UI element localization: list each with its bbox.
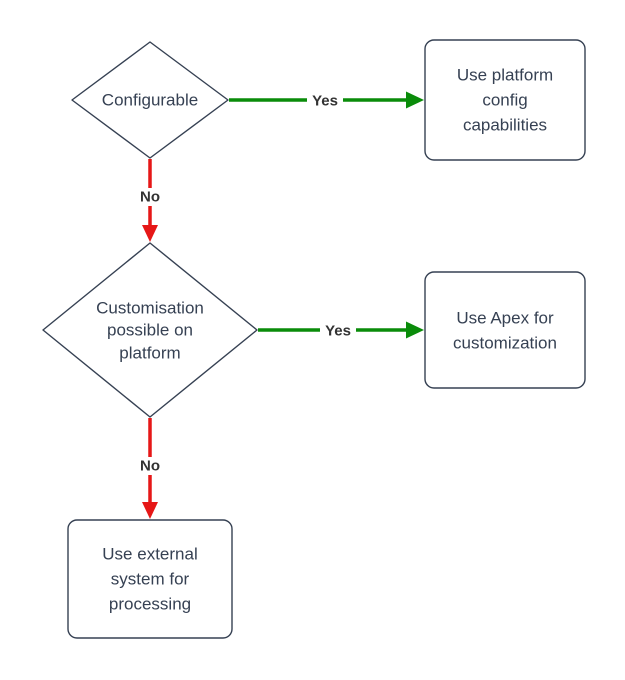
arrowhead-icon <box>142 502 158 519</box>
edge-customisation-no: No <box>135 418 165 519</box>
rect-shape <box>67 519 233 639</box>
node-label-line: config <box>482 91 527 110</box>
node-decision-customisation-possible: Customisation possible on platform <box>42 242 258 418</box>
node-label-line: Configurable <box>102 91 198 110</box>
node-use-platform-config: Use platform config capabilities <box>424 39 586 161</box>
node-label-line: Use external <box>102 545 197 564</box>
edge-label-background <box>320 321 356 339</box>
edge-configurable-yes: Yes <box>229 91 424 110</box>
diamond-shape <box>71 41 229 159</box>
edge-label-no-2: No <box>140 458 160 475</box>
edge-customisation-yes: Yes <box>258 321 424 340</box>
node-label-line: Use Apex for <box>456 309 554 328</box>
node-label-line: customization <box>453 334 557 353</box>
node-label-line: processing <box>109 595 191 614</box>
arrowhead-icon <box>142 225 158 242</box>
edge-label-background <box>135 457 165 475</box>
edge-label-yes-1: Yes <box>312 93 338 110</box>
arrowhead-icon <box>406 91 424 109</box>
rect-shape <box>424 271 586 389</box>
diamond-shape <box>42 242 258 418</box>
rect-shape <box>424 39 586 161</box>
node-label-line: platform <box>119 344 180 363</box>
arrowhead-icon <box>406 321 424 339</box>
node-label-line: Use platform <box>457 66 553 85</box>
edge-label-background <box>135 188 165 206</box>
node-label-line: capabilities <box>463 116 547 135</box>
node-label-line: possible on <box>107 321 193 340</box>
node-label-line: Customisation <box>96 299 204 318</box>
edge-label-yes-2: Yes <box>325 323 351 340</box>
node-use-external-system: Use external system for processing <box>67 519 233 639</box>
edge-configurable-no: No <box>135 159 165 242</box>
node-label-line: system for <box>111 570 190 589</box>
edge-label-background <box>307 91 343 109</box>
node-use-apex: Use Apex for customization <box>424 271 586 389</box>
edge-label-no-1: No <box>140 189 160 206</box>
node-decision-configurable: Configurable <box>71 41 229 159</box>
